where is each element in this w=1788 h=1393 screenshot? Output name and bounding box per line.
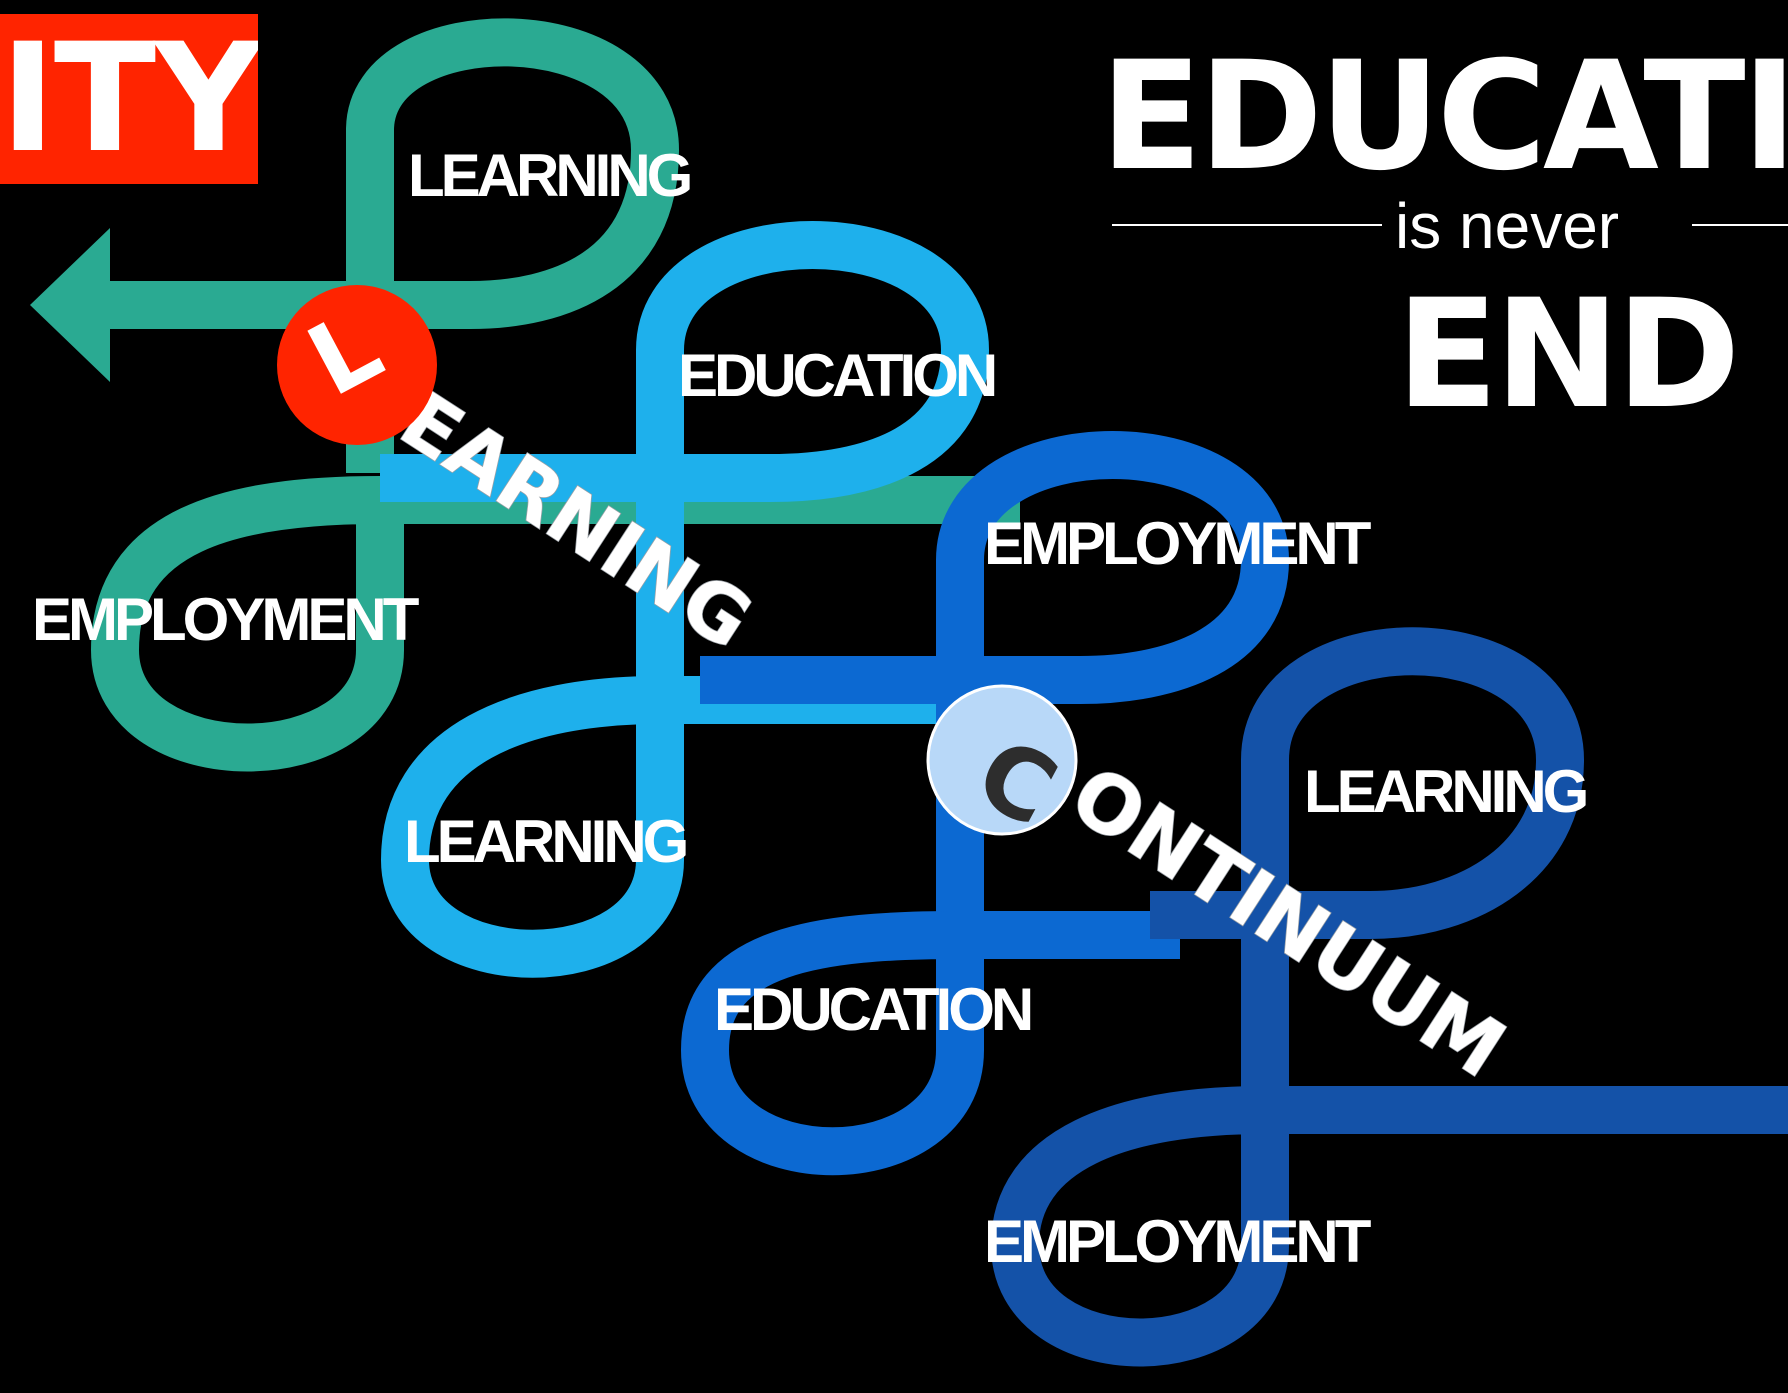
divider-right <box>1692 224 1788 226</box>
loop-3-upper-bulb <box>700 431 1289 950</box>
badge-l: L <box>277 285 437 445</box>
loop-2-bottom-label: LEARNING <box>404 808 686 875</box>
loop-2: EDUCATION LEARNING <box>380 221 999 978</box>
loop-4-upper-bulb <box>1150 627 1584 1110</box>
headline-subline: is never <box>1112 190 1788 270</box>
headline-subtitle: is never <box>1395 190 1620 262</box>
red-banner: ITY <box>0 14 258 184</box>
banner-text: ITY <box>0 14 258 184</box>
divider-left <box>1112 224 1382 226</box>
loop-4-bottom-label: EMPLOYMENT <box>984 1208 1371 1275</box>
loop-2-lower-bulb <box>381 676 980 978</box>
loop-2-top-label: EDUCATION <box>678 342 995 409</box>
loop-3-bottom-label: EDUCATION <box>714 976 1031 1043</box>
loop-4-top-label: LEARNING <box>1304 758 1586 825</box>
loop-1: LEARNING EMPLOYMENT <box>30 18 1020 772</box>
loop-2-upper-bulb <box>380 221 989 700</box>
loop-1-bottom-label: EMPLOYMENT <box>32 586 419 653</box>
loop-1-arrow-head <box>30 228 110 382</box>
badge-c-circle <box>926 684 1078 836</box>
loop-3: EMPLOYMENT EDUCATION <box>681 431 1375 1176</box>
loop-3-lower-bulb <box>681 911 1180 1176</box>
loop-1-lower-bulb <box>91 476 1020 772</box>
headline: EDUCATIO is never END <box>1100 40 1788 440</box>
headline-end-word: END <box>1396 268 1741 440</box>
loop-3-top-label: EMPLOYMENT <box>984 510 1371 577</box>
loop-4: LEARNING EMPLOYMENT <box>984 627 1788 1367</box>
loop-4-lower-bulb <box>991 1086 1788 1367</box>
loop-1-upper-bulb <box>110 18 679 473</box>
loop-1-top-label: LEARNING <box>408 142 690 209</box>
headline-title: EDUCATIO <box>1100 40 1788 204</box>
badge-l-circle <box>277 285 437 445</box>
